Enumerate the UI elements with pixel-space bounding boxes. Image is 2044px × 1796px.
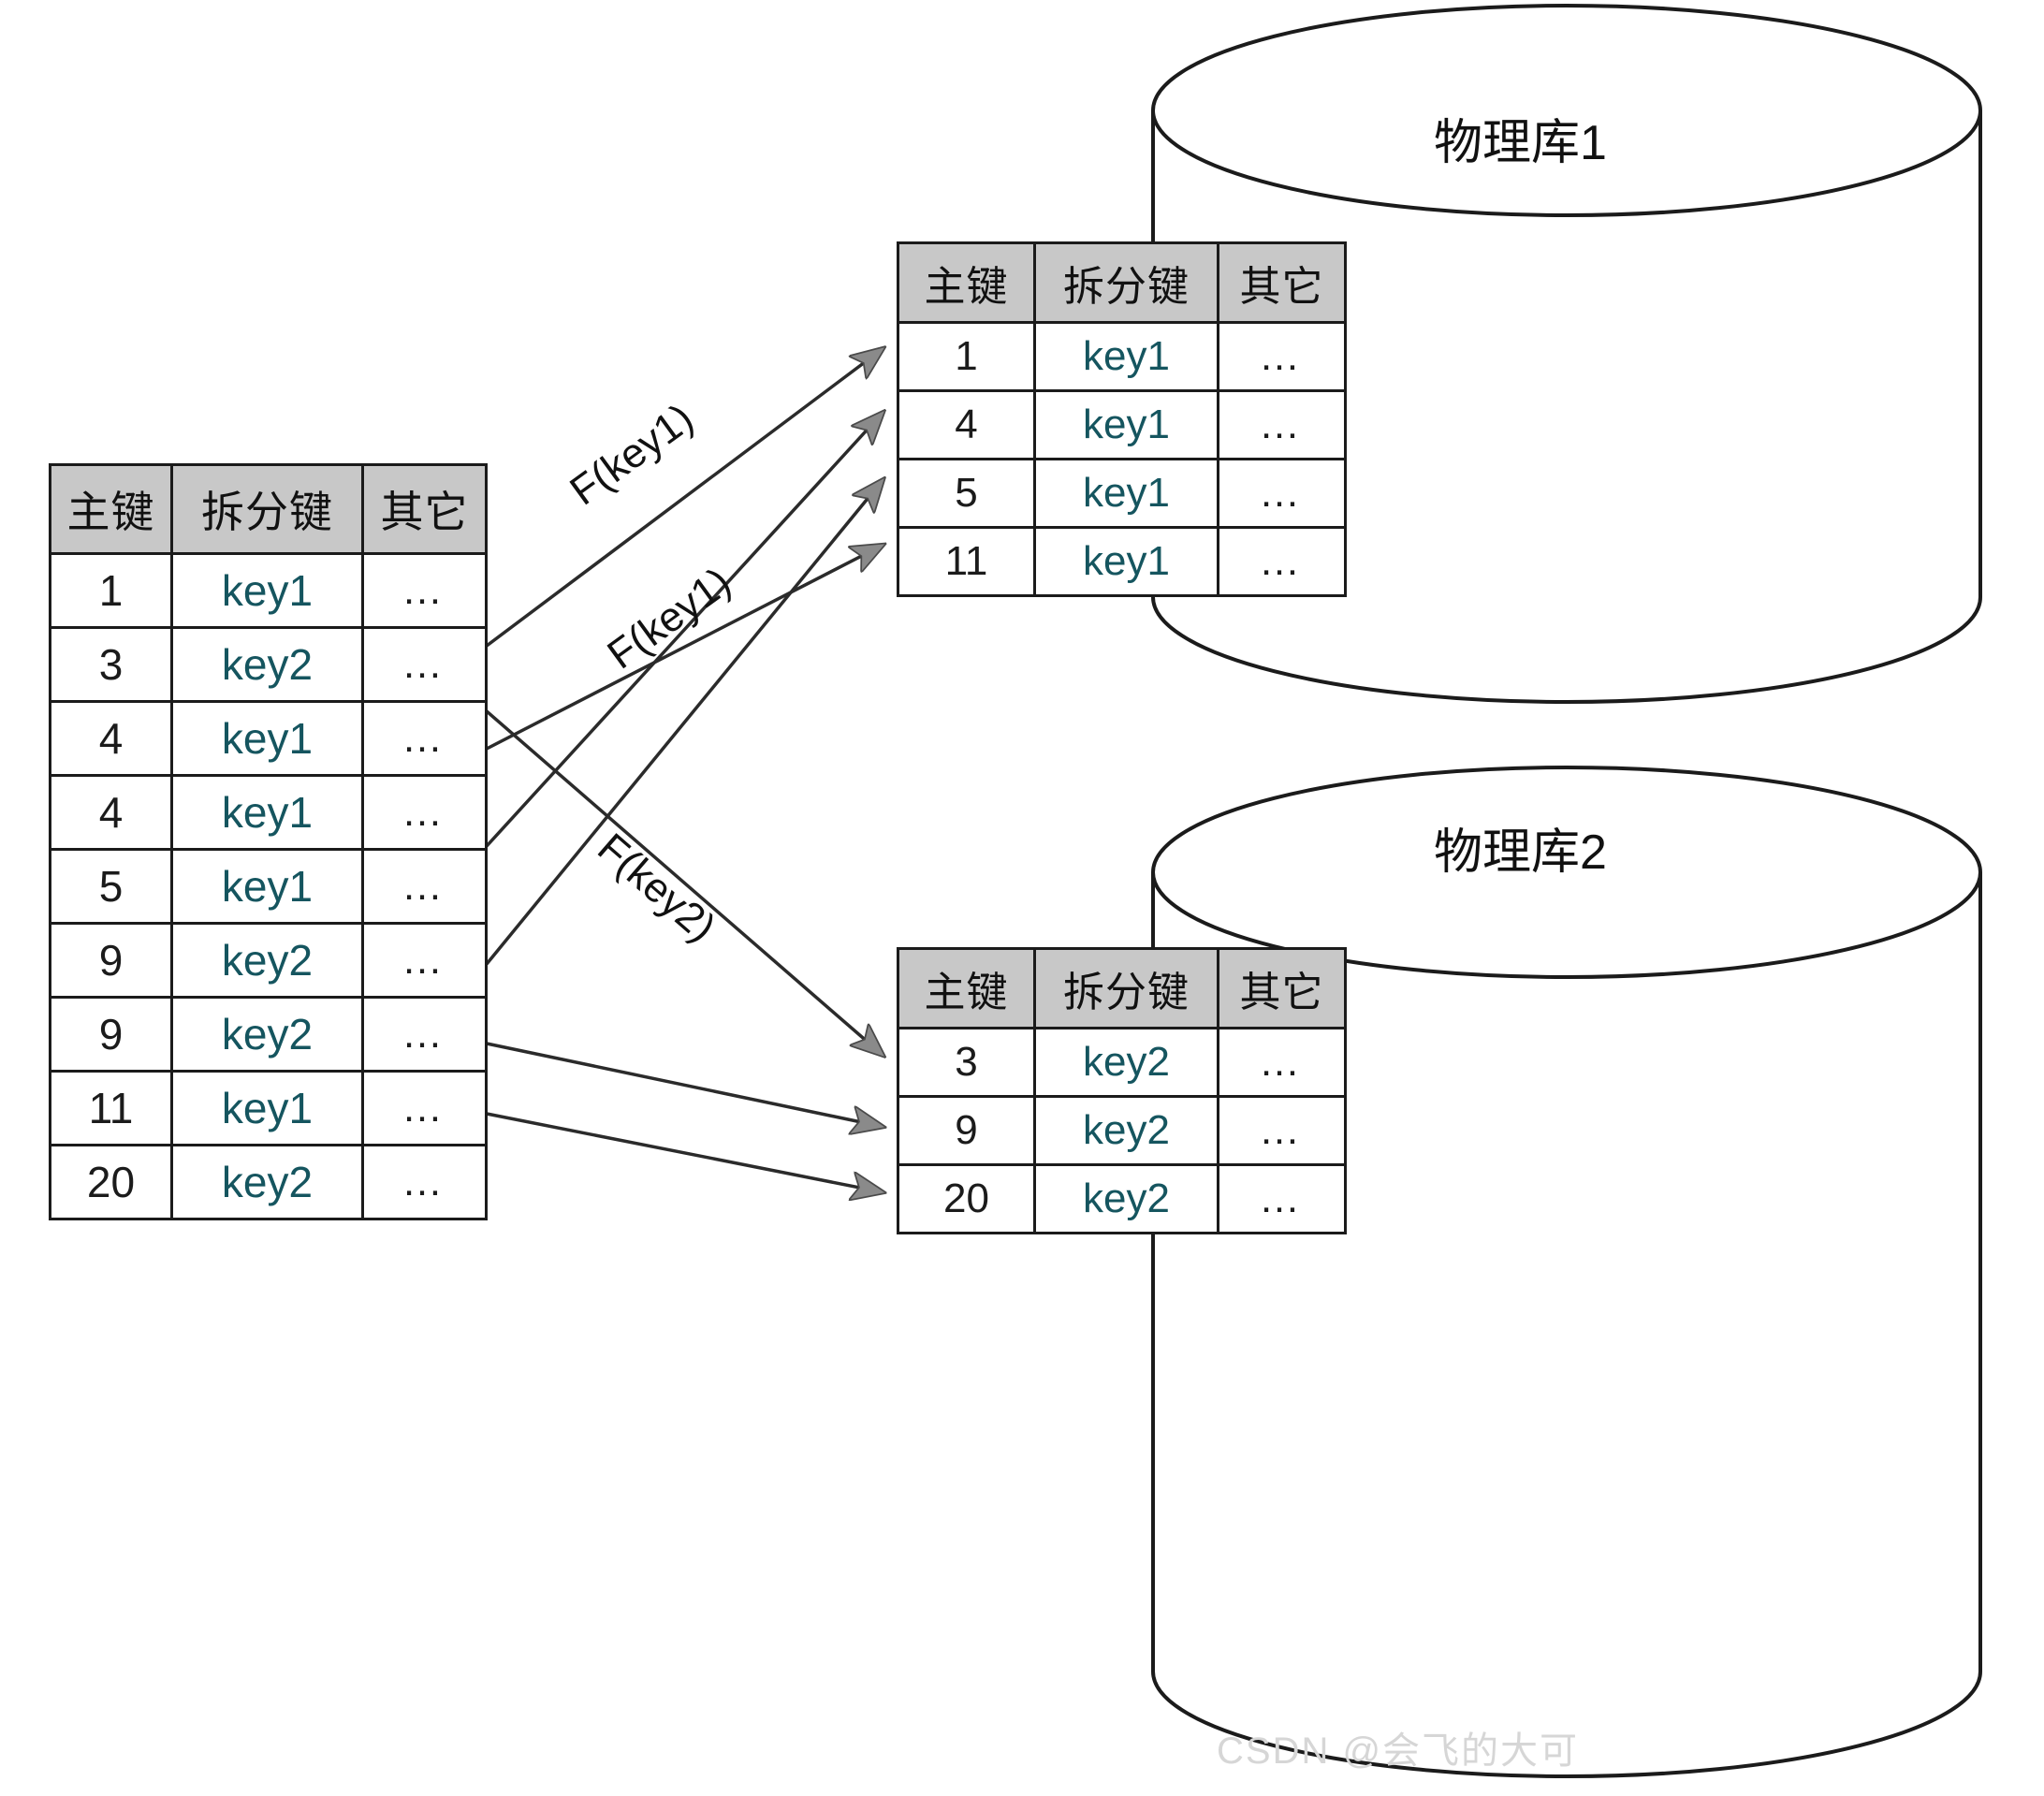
watermark: CSDN @会飞的大可 [1217,1730,1580,1772]
cell-shard-key: key1 [1033,389,1219,460]
table-row: 5 key1 … [49,848,488,925]
table-row: 4 key1 … [897,389,1347,460]
column-header-pk: 主键 [897,947,1036,1029]
table-header-row: 主键 拆分键 其它 [897,947,1347,1029]
cell-pk: 9 [49,922,173,999]
table-row: 11 key1 … [897,526,1347,597]
cell-other: … [361,1144,488,1220]
cell-pk: 5 [897,458,1036,529]
table-row: 1 key1 … [49,552,488,629]
cell-shard-key: key1 [170,552,364,629]
arrow-row20-to-shard2 [486,1112,883,1192]
cell-pk: 5 [49,848,173,925]
cell-pk: 4 [897,389,1036,460]
column-header-shard-key: 拆分键 [1033,947,1219,1029]
table-row: 1 key1 … [897,321,1347,392]
shard-1-table: 主键 拆分键 其它 1 key1 … 4 key1 … 5 key1 … 1 [897,241,1347,597]
cell-shard-key: key1 [170,700,364,777]
cell-other: … [1217,1163,1347,1234]
shard-2-table: 主键 拆分键 其它 3 key2 … 9 key2 … 20 key2 … [897,947,1347,1234]
cell-shard-key: key2 [1033,1163,1219,1234]
table-row: 20 key2 … [897,1163,1347,1234]
arrow-label-fn-key2: F(key2) [589,825,724,951]
cell-shard-key: key1 [170,848,364,925]
logical-table: 主键 拆分键 其它 1 key1 … 3 key2 … 4 key1 … 4 [49,463,488,1220]
cell-pk: 4 [49,700,173,777]
cell-other: … [1217,526,1347,597]
cell-shard-key: key2 [1033,1027,1219,1098]
cell-other: … [361,848,488,925]
cell-pk: 9 [49,996,173,1073]
table-header-row: 主键 拆分键 其它 [49,463,488,555]
arrow-row11-to-shard1 [486,545,883,751]
cell-other: … [1217,1095,1347,1166]
cell-other: … [361,552,488,629]
table-row: 4 key1 … [49,774,488,851]
table-row: 11 key1 … [49,1070,488,1146]
column-header-other: 其它 [361,463,488,555]
cell-pk: 11 [49,1070,173,1146]
cell-pk: 20 [49,1144,173,1220]
cell-other: … [361,700,488,777]
cell-other: … [1217,321,1347,392]
cell-pk: 20 [897,1163,1036,1234]
cell-pk: 1 [49,552,173,629]
table-row: 9 key2 … [49,922,488,999]
column-header-shard-key: 拆分键 [1033,241,1219,324]
column-header-pk: 主键 [49,463,173,555]
column-header-pk: 主键 [897,241,1036,324]
cell-other: … [1217,389,1347,460]
arrow-label-fn-key1-b: F(key1) [599,559,739,679]
cell-other: … [361,774,488,851]
cell-other: … [361,626,488,703]
cell-pk: 3 [49,626,173,703]
arrow-row9-to-shard2 [486,1042,883,1127]
table-row: 20 key2 … [49,1144,488,1220]
cell-pk: 4 [49,774,173,851]
cell-shard-key: key2 [170,1144,364,1220]
table-row: 3 key2 … [49,626,488,703]
arrow-label-fn-key1-a: F(key1) [562,395,702,515]
cylinder-shard-2 [1151,766,1982,1778]
cell-shard-key: key1 [170,774,364,851]
cell-shard-key: key1 [1033,321,1219,392]
cylinder-label-shard-2: 物理库2 [1434,825,1607,880]
cell-shard-key: key2 [170,996,364,1073]
cell-shard-key: key1 [1033,526,1219,597]
cell-pk: 11 [897,526,1036,597]
table-row: 5 key1 … [897,458,1347,529]
table-row: 4 key1 … [49,700,488,777]
cylinder-label-shard-1: 物理库1 [1434,116,1607,170]
column-header-other: 其它 [1217,947,1347,1029]
cell-shard-key: key2 [1033,1095,1219,1166]
cell-shard-key: key2 [170,626,364,703]
table-row: 9 key2 … [897,1095,1347,1166]
table-header-row: 主键 拆分键 其它 [897,241,1347,324]
column-header-other: 其它 [1217,241,1347,324]
table-row: 9 key2 … [49,996,488,1073]
cell-pk: 1 [897,321,1036,392]
cell-shard-key: key1 [1033,458,1219,529]
table-row: 3 key2 … [897,1027,1347,1098]
cell-shard-key: key2 [170,922,364,999]
column-header-shard-key: 拆分键 [170,463,364,555]
cell-shard-key: key1 [170,1070,364,1146]
cell-pk: 3 [897,1027,1036,1098]
cell-other: … [1217,458,1347,529]
cell-pk: 9 [897,1095,1036,1166]
cell-other: … [361,1070,488,1146]
cell-other: … [361,996,488,1073]
cell-other: … [361,922,488,999]
cell-other: … [1217,1027,1347,1098]
